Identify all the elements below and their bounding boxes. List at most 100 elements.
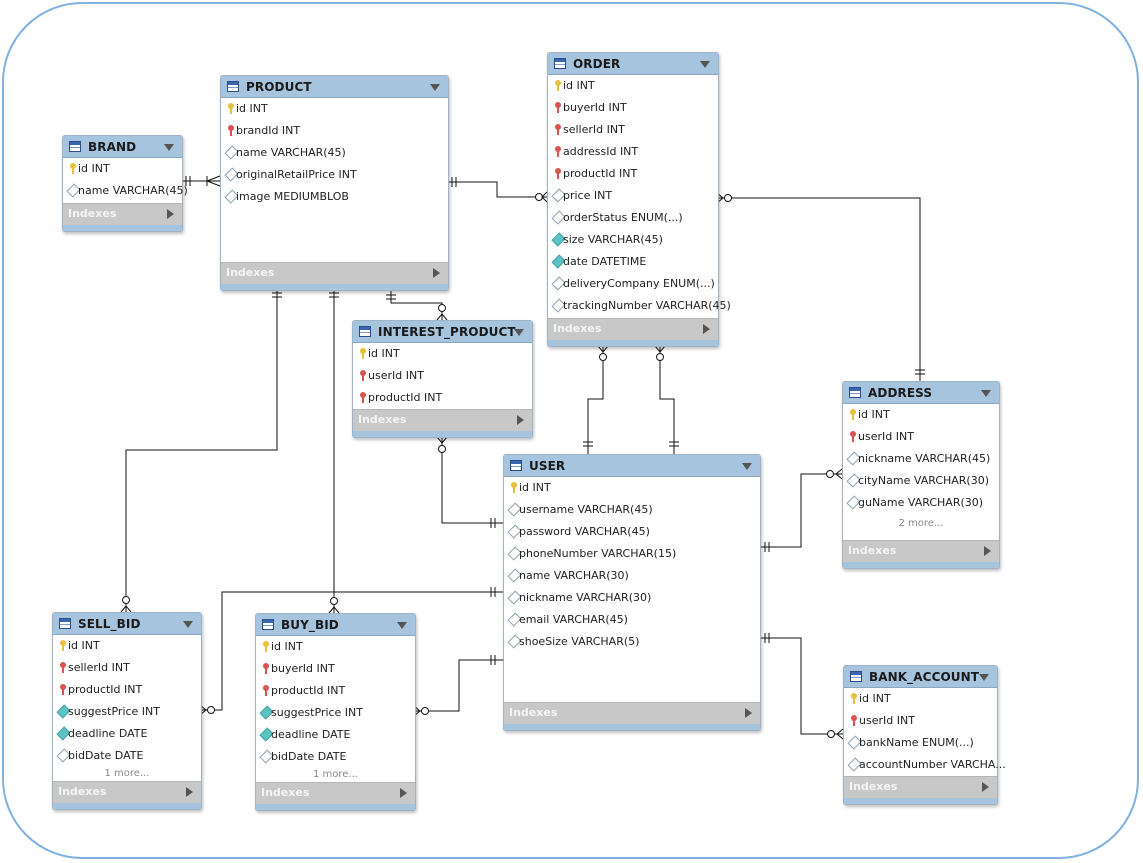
table-header[interactable]: ORDER bbox=[548, 53, 718, 75]
more-columns-link[interactable]: 1 more... bbox=[104, 768, 150, 779]
column-row[interactable]: name VARCHAR(30) bbox=[504, 565, 760, 587]
column-row[interactable]: productId INT bbox=[256, 680, 415, 702]
column-row[interactable]: userId INT bbox=[844, 710, 997, 732]
column-row[interactable]: password VARCHAR(45) bbox=[504, 521, 760, 543]
column-row[interactable]: brandId INT bbox=[221, 120, 448, 142]
indexes-bar[interactable]: Indexes bbox=[504, 702, 760, 724]
column-row[interactable]: deliveryCompany ENUM(...) bbox=[548, 273, 718, 295]
column-row[interactable]: size VARCHAR(45) bbox=[548, 229, 718, 251]
column-row[interactable]: id INT bbox=[221, 98, 448, 120]
column-row[interactable]: suggestPrice INT bbox=[256, 702, 415, 724]
indexes-bar[interactable]: Indexes bbox=[53, 781, 201, 803]
table-header[interactable]: ADDRESS bbox=[843, 382, 999, 404]
column-row[interactable]: productId INT bbox=[353, 387, 532, 409]
expand-arrow-icon[interactable] bbox=[703, 324, 710, 334]
column-row[interactable]: shoeSize VARCHAR(5) bbox=[504, 631, 760, 653]
indexes-bar[interactable]: Indexes bbox=[844, 776, 997, 798]
table-header[interactable]: INTEREST_PRODUCT bbox=[353, 321, 532, 343]
table-header[interactable]: BUY_BID bbox=[256, 614, 415, 636]
column-row[interactable]: accountNumber VARCHA... bbox=[844, 754, 1006, 776]
column-row[interactable]: deadline DATE bbox=[256, 724, 415, 746]
column-row[interactable]: id INT bbox=[504, 477, 760, 499]
column-row[interactable]: username VARCHAR(45) bbox=[504, 499, 760, 521]
table-header[interactable]: USER bbox=[504, 455, 760, 477]
column-row[interactable]: bankName ENUM(...) bbox=[844, 732, 997, 754]
column-row[interactable]: productId INT bbox=[53, 679, 201, 701]
column-row[interactable]: buyerId INT bbox=[256, 658, 415, 680]
column-row[interactable]: bidDate DATE bbox=[53, 745, 201, 767]
table-header[interactable]: BRAND bbox=[63, 136, 182, 158]
indexes-bar[interactable]: Indexes bbox=[353, 409, 532, 431]
more-columns-link[interactable]: 2 more... bbox=[898, 518, 944, 529]
table-header[interactable]: PRODUCT bbox=[221, 76, 448, 98]
column-row[interactable]: deadline DATE bbox=[53, 723, 201, 745]
column-row[interactable]: date DATETIME bbox=[548, 251, 718, 273]
table-header[interactable]: BANK_ACCOUNT bbox=[844, 666, 997, 688]
expand-arrow-icon[interactable] bbox=[745, 708, 752, 718]
column-row[interactable]: suggestPrice INT bbox=[53, 701, 201, 723]
column-row[interactable]: userId INT bbox=[353, 365, 532, 387]
collapse-triangle-icon[interactable] bbox=[397, 622, 407, 629]
column-row[interactable]: originalRetailPrice INT bbox=[221, 164, 448, 186]
collapse-triangle-icon[interactable] bbox=[981, 390, 991, 397]
expand-arrow-icon[interactable] bbox=[517, 415, 524, 425]
indexes-bar[interactable]: Indexes bbox=[843, 540, 999, 562]
column-row[interactable]: id INT bbox=[63, 158, 182, 180]
rel-product-buybid bbox=[328, 290, 340, 614]
indexes-bar[interactable]: Indexes bbox=[548, 318, 718, 340]
column-row[interactable]: id INT bbox=[843, 404, 999, 426]
column-row[interactable]: guName VARCHAR(30) bbox=[843, 492, 999, 514]
column-row[interactable]: id INT bbox=[844, 688, 997, 710]
column-row[interactable]: productId INT bbox=[548, 163, 718, 185]
column-row[interactable]: email VARCHAR(45) bbox=[504, 609, 760, 631]
expand-arrow-icon[interactable] bbox=[982, 782, 989, 792]
table-header[interactable]: SELL_BID bbox=[53, 613, 201, 635]
collapse-triangle-icon[interactable] bbox=[430, 84, 440, 91]
collapse-triangle-icon[interactable] bbox=[979, 674, 989, 681]
column-row[interactable]: image MEDIUMBLOB bbox=[221, 186, 448, 208]
collapse-triangle-icon[interactable] bbox=[164, 144, 174, 151]
expand-arrow-icon[interactable] bbox=[400, 788, 407, 798]
column-row[interactable]: id INT bbox=[256, 636, 415, 658]
column-row[interactable]: addressId INT bbox=[548, 141, 718, 163]
expand-arrow-icon[interactable] bbox=[167, 209, 174, 219]
collapse-triangle-icon[interactable] bbox=[183, 621, 193, 628]
column-row[interactable]: name VARCHAR(45) bbox=[221, 142, 448, 164]
collapse-triangle-icon[interactable] bbox=[514, 329, 524, 336]
indexes-bar[interactable]: Indexes bbox=[63, 203, 182, 225]
column-row[interactable]: id INT bbox=[53, 635, 201, 657]
column-row[interactable]: trackingNumber VARCHAR(45) bbox=[548, 295, 731, 317]
column-row[interactable]: userId INT bbox=[843, 426, 999, 448]
expand-arrow-icon[interactable] bbox=[984, 546, 991, 556]
column-row[interactable]: sellerId INT bbox=[53, 657, 201, 679]
column-row[interactable]: id INT bbox=[353, 343, 532, 365]
column-row[interactable]: buyerId INT bbox=[548, 97, 718, 119]
column-row[interactable]: price INT bbox=[548, 185, 718, 207]
column-row[interactable]: orderStatus ENUM(...) bbox=[548, 207, 718, 229]
column-row[interactable]: name VARCHAR(45) bbox=[63, 180, 188, 202]
collapse-triangle-icon[interactable] bbox=[742, 463, 752, 470]
indexes-bar[interactable]: Indexes bbox=[256, 782, 415, 804]
column-row[interactable]: nickname VARCHAR(30) bbox=[504, 587, 760, 609]
indexes-bar[interactable]: Indexes bbox=[221, 262, 448, 284]
column-row[interactable]: nickname VARCHAR(45) bbox=[843, 448, 999, 470]
expand-arrow-icon[interactable] bbox=[186, 787, 193, 797]
column-row[interactable]: id INT bbox=[548, 75, 718, 97]
column-row[interactable]: cityName VARCHAR(30) bbox=[843, 470, 999, 492]
table-icon bbox=[849, 387, 861, 398]
column-row[interactable]: phoneNumber VARCHAR(15) bbox=[504, 543, 760, 565]
column-row[interactable]: bidDate DATE bbox=[256, 746, 415, 768]
expand-arrow-icon[interactable] bbox=[433, 268, 440, 278]
collapse-triangle-icon[interactable] bbox=[700, 61, 710, 68]
column-row[interactable]: sellerId INT bbox=[548, 119, 718, 141]
more-columns-link[interactable]: 1 more... bbox=[313, 769, 358, 780]
